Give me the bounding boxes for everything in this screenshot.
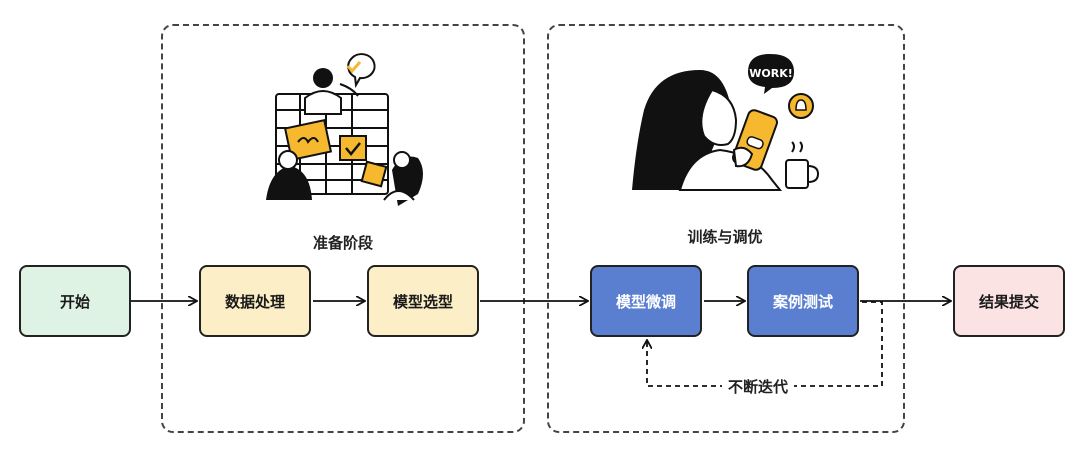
node-start: 开始 bbox=[19, 265, 131, 337]
node-case-testing: 案例测试 bbox=[747, 265, 859, 337]
node-data-processing: 数据处理 bbox=[199, 265, 311, 337]
stage-label-training-tuning: 训练与调优 bbox=[687, 228, 763, 246]
node-model-selection: 模型选型 bbox=[367, 265, 479, 337]
stage-preparation bbox=[161, 24, 525, 433]
iteration-loop-label: 不断迭代 bbox=[722, 376, 795, 397]
node-submit: 结果提交 bbox=[953, 265, 1065, 337]
node-fine-tuning: 模型微调 bbox=[590, 265, 702, 337]
stage-label-preparation: 准备阶段 bbox=[312, 234, 373, 252]
stage-training-tuning bbox=[547, 24, 905, 433]
